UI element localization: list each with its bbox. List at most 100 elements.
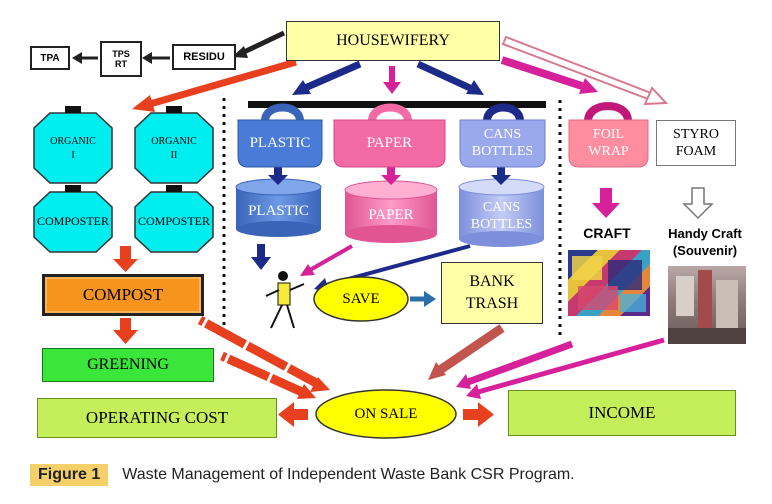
organic-1-lid (65, 106, 81, 113)
compost-node: COMPOST (42, 274, 204, 316)
figure-label: Figure 1 (30, 464, 109, 486)
composter-1-text: COMPOSTER (30, 208, 116, 234)
arrow-foil-to-craft (592, 188, 620, 218)
bank-label: BANK (469, 273, 515, 290)
organic-2-text: ORGANIC II (135, 124, 213, 174)
arrow-onsale-to-income (463, 402, 494, 427)
craft-text: CRAFT (572, 222, 642, 244)
cans-bag-text: CANS BOTTLES (460, 122, 545, 164)
paper-bag-label: PAPER (366, 134, 413, 151)
arrow-greening-to-onsale (220, 351, 316, 399)
organic-1-label: ORGANIC (50, 136, 96, 147)
arrow-compost-to-greening (113, 318, 138, 344)
organic-1-text: ORGANIC I (34, 124, 112, 174)
plastic-cylinder-text: PLASTIC (236, 198, 321, 224)
arrow-housewifery-to-organic (132, 58, 297, 112)
save-text: SAVE (314, 286, 408, 312)
souvenir-label: (Souvenir) (672, 243, 738, 258)
save-label: SAVE (342, 290, 380, 307)
composter-1-lid (65, 185, 81, 192)
cans-cylinder-text: CANS BOTTLES (459, 194, 544, 238)
tpa-label: TPA (40, 52, 60, 64)
arrow-cans-bag-to-cylinder (491, 167, 511, 185)
compost-label: COMPOST (82, 285, 164, 304)
composter-1-octagon (33, 191, 113, 253)
bank-trash-node: BANK TRASH (441, 262, 543, 324)
income-label: INCOME (588, 403, 656, 422)
arrow-banktrash-to-onsale (428, 324, 505, 380)
onsale-text: ON SALE (316, 400, 456, 428)
foil-bag-handle (584, 102, 632, 122)
paper-cylinder (344, 180, 438, 243)
plastic-bag-handle (261, 103, 304, 122)
arrow-save-to-bank-trash (410, 291, 436, 307)
wrap-bag-label: WRAP (588, 144, 629, 159)
paper-cylinder-label: PAPER (368, 206, 414, 223)
arrow-onsale-to-operating-cost (278, 402, 308, 427)
foil-bag-text: FOIL WRAP (569, 122, 648, 164)
saver-figure-icon (265, 271, 305, 329)
handycraft-photo (668, 266, 746, 344)
cans-bag-shape (459, 119, 546, 168)
cans-cylinder (458, 178, 545, 247)
paper-bag-shape (333, 119, 446, 168)
onsale-label: ON SALE (354, 405, 418, 422)
organic-1-number: I (71, 150, 75, 161)
arrow-tps-to-tpa (72, 52, 98, 64)
housewifery-label: HOUSEWIFERY (336, 32, 450, 49)
bottles-bag-label: BOTTLES (471, 144, 534, 159)
organic-2-label: ORGANIC (151, 136, 197, 147)
craft-photo (568, 250, 650, 316)
tps-label: TPS (112, 49, 130, 59)
paper-bag-handle (368, 103, 412, 122)
housewifery-node: HOUSEWIFERY (286, 21, 500, 61)
arrow-paper-bag-to-cylinder (381, 167, 401, 185)
operating-cost-label: OPERATING COST (85, 408, 229, 427)
figure-caption: Figure 1 Waste Management of Independent… (30, 462, 575, 488)
bottles-cylinder-label: BOTTLES (470, 217, 533, 232)
tpa-node: TPA (30, 46, 70, 70)
rt-label: RT (115, 59, 127, 69)
arrow-housewifery-to-foil (500, 56, 598, 94)
composter-1-label: COMPOSTER (36, 213, 110, 228)
paper-cylinder-text: PAPER (345, 202, 437, 228)
cans-bag-label: CANS (483, 127, 522, 142)
arrow-residu-to-tps (142, 52, 170, 64)
arrow-styro-to-handycraft (682, 187, 714, 220)
styro-foam-node: STYRO FOAM (656, 120, 736, 166)
arrow-plastic-cylinder-to-saver (251, 244, 271, 270)
organic-1-octagon (33, 112, 113, 184)
trash-label: TRASH (465, 295, 519, 312)
composter-2-lid (166, 185, 182, 192)
onsale-ellipse (315, 389, 457, 439)
operating-cost-node: OPERATING COST (37, 398, 277, 438)
styro-label: STYRO (673, 127, 719, 142)
craft-label: CRAFT (583, 225, 631, 241)
residu-label: RESIDU (183, 51, 225, 63)
organic-2-lid (166, 106, 182, 113)
arrow-plastic-bag-to-cylinder (268, 167, 288, 185)
composter-2-octagon (134, 191, 214, 253)
arrow-housewifery-to-cans (416, 60, 484, 95)
plastic-cylinder (235, 178, 322, 237)
figure-caption-text: Waste Management of Independent Waste Ba… (122, 466, 575, 483)
plastic-bag-label: PLASTIC (249, 134, 311, 151)
arrow-compost-to-onsale (197, 316, 330, 392)
cans-cylinder-label: CANS (482, 200, 521, 215)
arrow-housewifery-to-plastic (292, 60, 362, 95)
foam-label: FOAM (675, 144, 717, 159)
arrow-composter-to-compost (113, 246, 138, 272)
arrow-housewifery-to-residu (232, 30, 286, 58)
plastic-cylinder-label: PLASTIC (248, 202, 309, 219)
plastic-bag-shape (237, 119, 323, 168)
foil-bag-label: FOIL (592, 127, 625, 142)
cans-bag-handle (483, 103, 524, 122)
arrow-housewifery-to-paper (383, 66, 401, 94)
residu-node: RESIDU (172, 44, 236, 70)
greening-label: GREENING (87, 356, 169, 373)
organic-2-octagon (134, 112, 214, 184)
foil-bag-shape (568, 119, 649, 168)
arrow-housewifery-to-styro (501, 35, 669, 106)
save-ellipse (313, 276, 409, 322)
